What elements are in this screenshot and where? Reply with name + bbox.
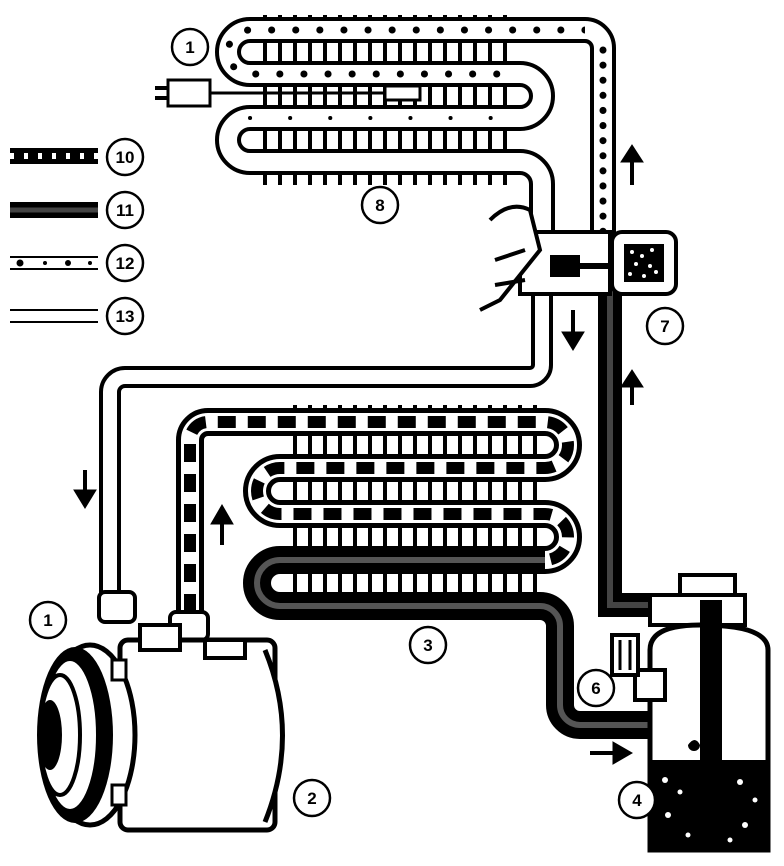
arrow-up-icon xyxy=(620,369,644,405)
arrow-up-icon xyxy=(620,144,644,185)
arrow-down-icon xyxy=(561,310,585,351)
arrow-right-icon xyxy=(590,741,633,765)
callout-label: 1 xyxy=(185,38,194,57)
legend-item-high-pressure-gas: 10 xyxy=(10,137,145,177)
suction-line xyxy=(99,290,553,600)
callout-label: 4 xyxy=(632,791,642,810)
legend-label: 13 xyxy=(116,307,135,326)
condenser: 3 xyxy=(176,405,690,739)
compressor: 1 2 xyxy=(28,590,332,833)
legend-label: 12 xyxy=(116,254,135,273)
flow-arrows xyxy=(73,144,644,765)
legend-label: 10 xyxy=(116,148,135,167)
callout-label: 6 xyxy=(591,679,600,698)
callout-evaporator: 8 xyxy=(360,185,400,225)
receiver-drier: 4 xyxy=(617,573,771,853)
legend-item-low-pressure-gas: 13 xyxy=(10,296,145,336)
evaporator-outlet-pipe xyxy=(583,17,616,270)
callout-label: 8 xyxy=(375,196,384,215)
callout-label: 2 xyxy=(307,789,316,808)
legend-item-low-pressure-liquid: 12 xyxy=(10,243,145,283)
pressure-switch: 6 xyxy=(576,633,640,708)
legend-item-high-pressure-liquid: 11 xyxy=(10,190,145,230)
thermostat-switch: 1 xyxy=(155,27,385,108)
evaporator xyxy=(215,15,589,240)
arrow-up-icon xyxy=(210,504,234,545)
expansion-valve: 7 xyxy=(479,204,685,346)
legend: 10 11 12 13 xyxy=(10,137,145,336)
liquid-line xyxy=(598,265,650,617)
callout-label: 7 xyxy=(660,317,669,336)
callout-label: 1 xyxy=(43,611,52,630)
callout-label: 3 xyxy=(423,636,432,655)
legend-label: 11 xyxy=(116,201,134,220)
arrow-down-icon xyxy=(73,470,97,509)
